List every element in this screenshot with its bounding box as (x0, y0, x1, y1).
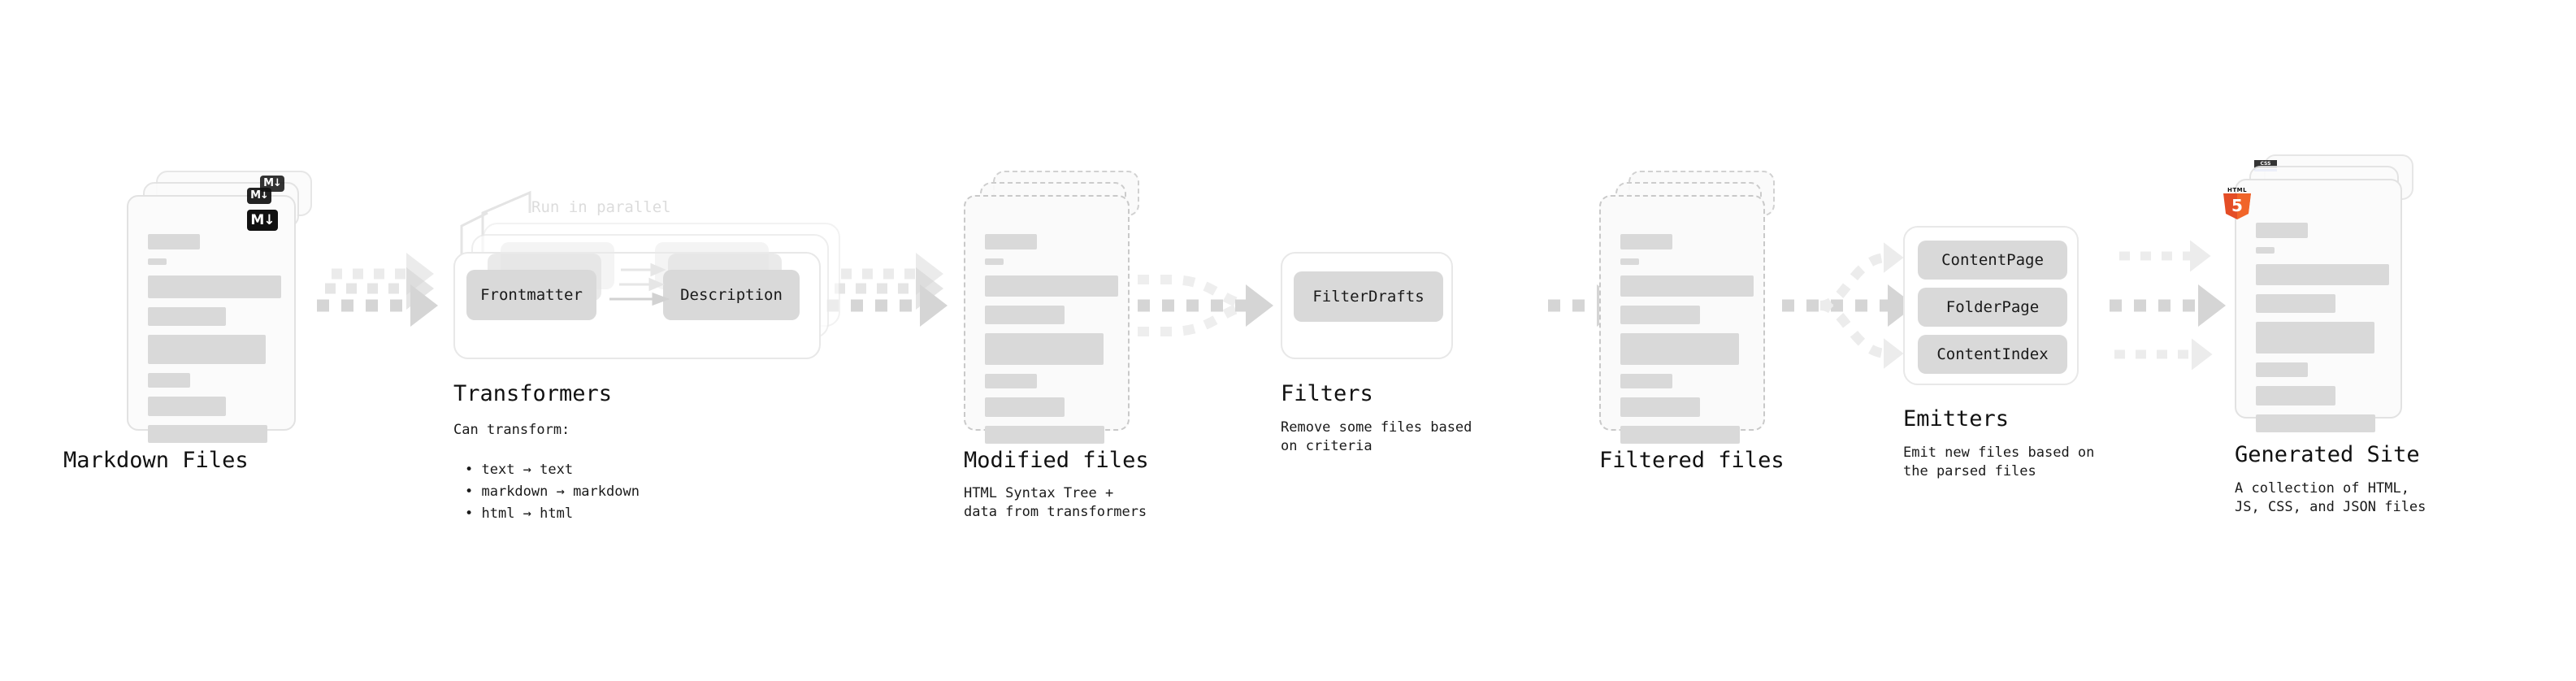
content-line (985, 258, 1004, 265)
connector-markdown-to-transformers (317, 253, 438, 327)
file-sheet-front (1599, 195, 1765, 444)
stage-modified-files (964, 171, 1151, 447)
connector-transformers-to-modified (826, 253, 948, 327)
content-line (985, 374, 1037, 388)
bullet-dot: • (465, 505, 482, 522)
markdown-icon: M↓ (247, 210, 278, 231)
file-sheet-front (964, 195, 1130, 444)
transformer-inner-arrows (609, 262, 670, 306)
css-icon-label: CSS (2254, 160, 2277, 168)
content-line (985, 306, 1065, 324)
content-line (1620, 397, 1700, 417)
filters-subtitle: Remove some files based on criteria (1281, 419, 1472, 454)
file-content-lines (985, 234, 1118, 453)
content-line (148, 425, 267, 443)
content-line (148, 373, 190, 388)
stage-title-transformers: Transformers (453, 381, 613, 406)
content-line (148, 234, 200, 249)
stage-generated-site: CSS HTML 5 (2223, 154, 2430, 432)
transformer-pill-frontmatter[interactable]: Frontmatter (466, 270, 596, 320)
content-line (1620, 333, 1739, 365)
transformers-bullet-0: • text → text (465, 442, 573, 479)
emitters-subtitle: Emit new files based on the parsed files (1903, 445, 2095, 479)
content-line (985, 397, 1065, 417)
html5-icon-caption: HTML (2227, 187, 2248, 193)
transformers-bullet-2: • html → html (465, 486, 573, 523)
emitter-pill-folderpage[interactable]: FolderPage (1918, 288, 2067, 327)
filters-box: FilterDrafts (1281, 252, 1453, 359)
content-line (2256, 322, 2374, 354)
bullet-label: html → html (481, 505, 574, 522)
html5-icon-digit: 5 (2231, 196, 2243, 215)
emitter-pill-contentindex[interactable]: ContentIndex (1918, 335, 2067, 374)
stage-filtered-files (1599, 171, 1786, 447)
connector-modified-to-filters (1138, 275, 1273, 336)
connector-filtered-to-emitters (1782, 242, 1915, 369)
content-line (1620, 306, 1700, 324)
run-in-parallel-annotation: Run in parallel (531, 198, 671, 216)
content-line (1620, 275, 1754, 297)
stage-title-modified-files: Modified files (964, 448, 1149, 473)
content-line (2256, 362, 2308, 377)
bullet-dot: • (465, 461, 482, 478)
content-line (1620, 234, 1672, 249)
connector-emitters-to-site (2110, 240, 2226, 371)
markdown-icon-back-1: M↓ (247, 188, 271, 204)
stage-title-emitters: Emitters (1903, 406, 2010, 432)
content-line (985, 333, 1104, 365)
content-line (985, 426, 1104, 444)
content-line (2256, 264, 2389, 285)
stage-title-generated-site: Generated Site (2235, 442, 2420, 467)
bullet-dot: • (465, 483, 482, 500)
emitters-box: ContentPage FolderPage ContentIndex (1903, 226, 2079, 385)
content-line (2256, 223, 2308, 238)
file-sheet-front: HTML 5 (2223, 179, 2402, 432)
markdown-file-stack: M↓ M↓ M↓ (127, 171, 314, 443)
filter-pill-filterdrafts[interactable]: FilterDrafts (1294, 271, 1443, 322)
transformers-bullet-1: • markdown → markdown (465, 464, 640, 501)
content-line (148, 307, 226, 326)
content-line (2256, 247, 2275, 254)
filtered-file-stack (1599, 171, 1786, 447)
content-line (2256, 294, 2335, 313)
content-line (2256, 386, 2335, 406)
bullet-label: markdown → markdown (481, 483, 640, 500)
markdown-icon-back-2: M↓ (260, 176, 284, 192)
content-line (148, 258, 167, 265)
content-line (148, 397, 226, 416)
transformer-box-front: Frontmatter Description (453, 242, 821, 359)
emitter-pill-contentpage[interactable]: ContentPage (1918, 241, 2067, 280)
content-line (1620, 374, 1672, 388)
content-line (2256, 414, 2375, 432)
stage-title-filters: Filters (1281, 381, 1373, 406)
content-line (1620, 426, 1740, 444)
file-sheet-front: M↓ (127, 195, 296, 443)
stage-title-markdown-files: Markdown Files (63, 448, 249, 473)
modified-file-stack (964, 171, 1151, 447)
file-content-lines (148, 234, 281, 452)
file-content-lines (2256, 223, 2389, 441)
html5-icon: HTML 5 (2223, 187, 2251, 219)
content-line (985, 234, 1037, 249)
content-line (148, 335, 266, 364)
file-content-lines (1620, 234, 1754, 453)
stage-markdown-files: M↓ M↓ M↓ (127, 171, 314, 443)
content-line (148, 275, 281, 298)
stage-title-filtered-files: Filtered files (1599, 448, 1785, 473)
modified-files-subtitle: HTML Syntax Tree + data from transformer… (964, 485, 1147, 520)
transformers-subtitle: Can transform: (453, 422, 570, 438)
transformer-pill-description[interactable]: Description (663, 270, 800, 320)
generated-site-subtitle: A collection of HTML, JS, CSS, and JSON … (2235, 480, 2426, 515)
bullet-label: text → text (481, 461, 574, 478)
content-line (1620, 258, 1639, 265)
content-line (985, 275, 1118, 297)
generated-site-file-stack: CSS HTML 5 (2223, 154, 2430, 432)
